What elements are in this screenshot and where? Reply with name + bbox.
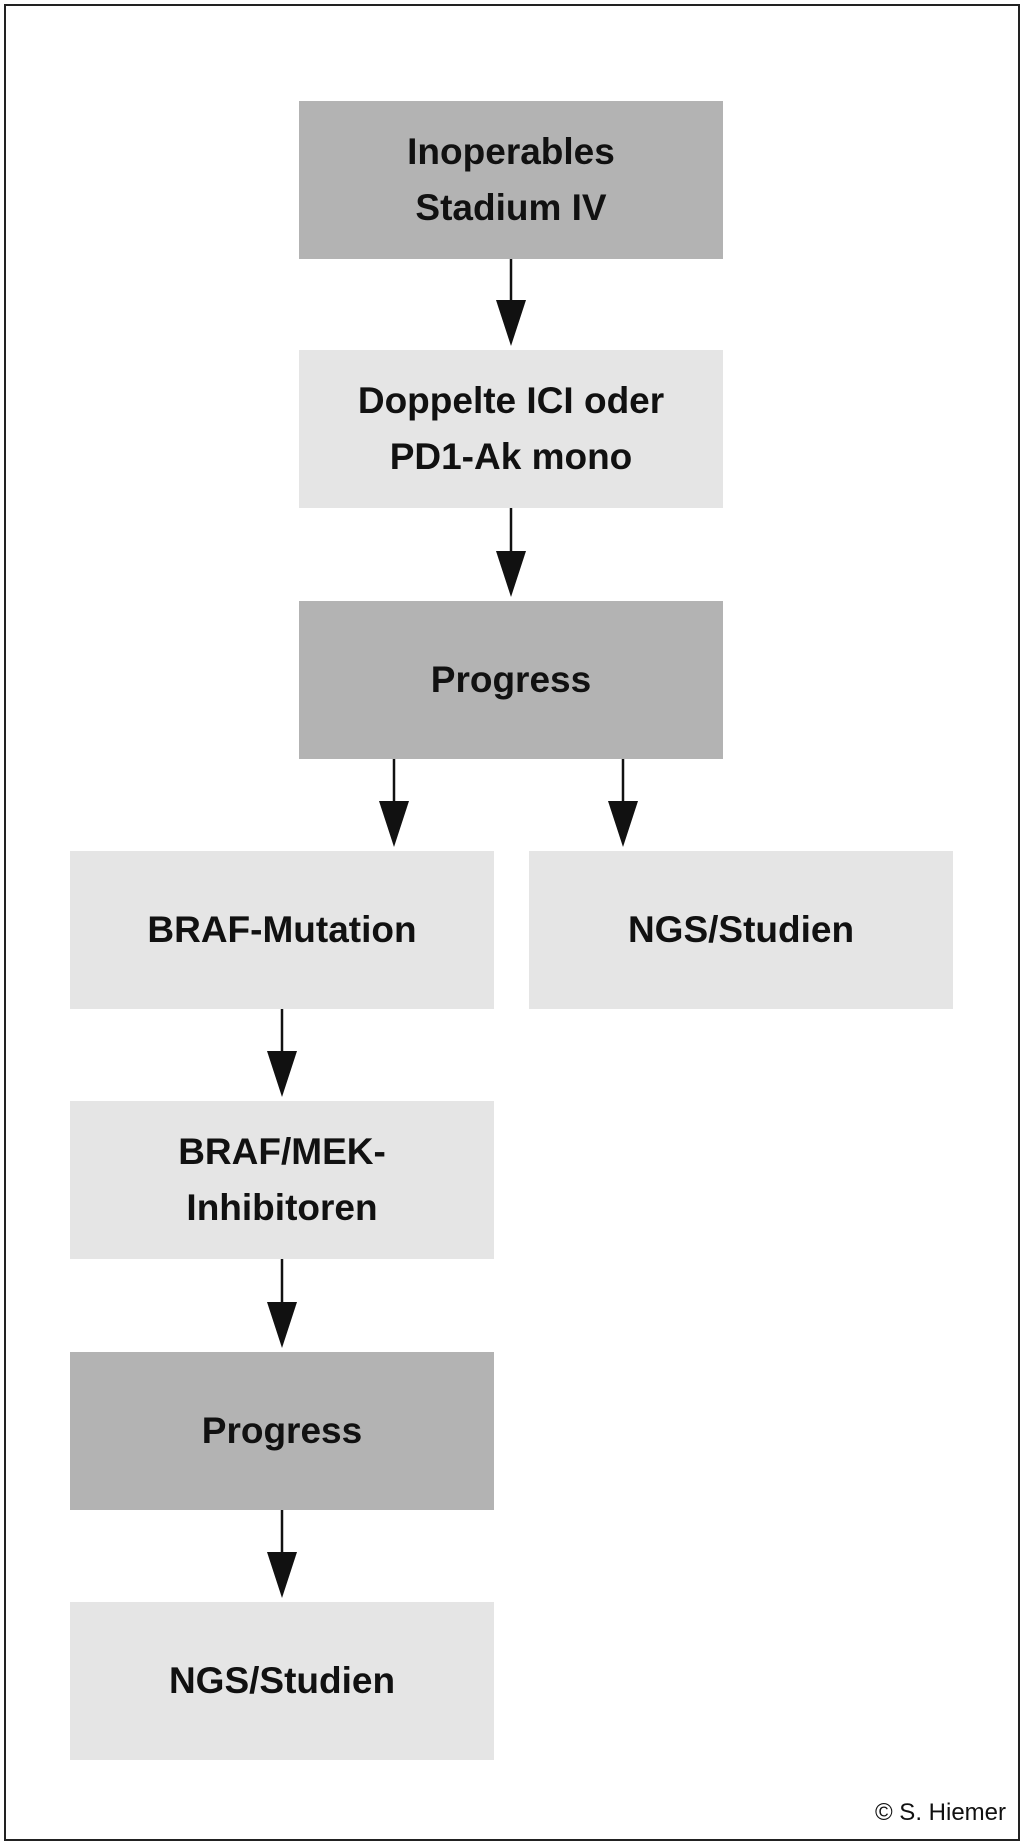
node-braf-mutation-label: BRAF-Mutation [147, 909, 417, 950]
node-stadium-line-2: Stadium IV [415, 187, 607, 228]
node-doppelte-ici: Doppelte ICI oder PD1-Ak mono [299, 350, 723, 508]
node-ngs-bottom-label: NGS/Studien [168, 1660, 396, 1701]
node-progress-bottom-label: Progress [201, 1410, 363, 1451]
copyright-label: © S. Hiemer [874, 1799, 1006, 1826]
node-stadium-line-1: Inoperables [407, 131, 615, 172]
node-braf-mutation: BRAF-Mutation [70, 851, 494, 1009]
node-progress-top: Progress [299, 601, 723, 759]
node-ici-line-2: PD1-Ak mono [389, 436, 633, 477]
node-ngs-right-label: NGS/Studien [627, 909, 855, 950]
node-braf-mek-line-2: Inhibitoren [186, 1187, 378, 1228]
node-inoperables-stadium-iv: Inoperables Stadium IV [299, 101, 723, 259]
node-ici-line-1: Doppelte ICI oder [357, 380, 665, 421]
node-braf-mek-line-1: BRAF/MEK- [178, 1131, 386, 1172]
node-progress-bottom: Progress [70, 1352, 494, 1510]
node-progress-top-label: Progress [430, 659, 592, 700]
node-braf-mek-inhibitoren: BRAF/MEK- Inhibitoren [70, 1101, 494, 1259]
node-ngs-studien-bottom: NGS/Studien [70, 1602, 494, 1760]
node-ngs-studien-right: NGS/Studien [529, 851, 953, 1009]
